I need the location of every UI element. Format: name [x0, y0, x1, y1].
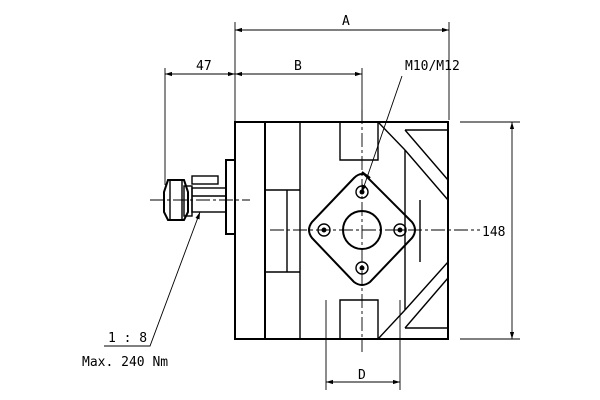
label-ratio: 1 : 8	[108, 331, 147, 346]
leader-lines	[104, 75, 403, 347]
label-a: A	[342, 14, 350, 29]
extension-lines	[164, 22, 520, 390]
pump-body	[234, 121, 449, 340]
labels: A 47 B M10/M12 148 D 1 : 8 Max. 240 Nm	[82, 14, 505, 383]
dimension-lines	[165, 27, 515, 385]
drive-shaft	[163, 159, 236, 235]
label-thread: M10/M12	[405, 59, 460, 74]
thread-leader	[361, 75, 403, 193]
label-d: D	[358, 368, 366, 383]
torque-leader	[104, 211, 201, 347]
label-torque: Max. 240 Nm	[82, 355, 168, 370]
center-lines	[150, 110, 480, 352]
label-b: B	[294, 59, 302, 74]
label-148: 148	[482, 225, 505, 240]
label-47: 47	[196, 59, 212, 74]
shaft-nut	[163, 179, 189, 221]
